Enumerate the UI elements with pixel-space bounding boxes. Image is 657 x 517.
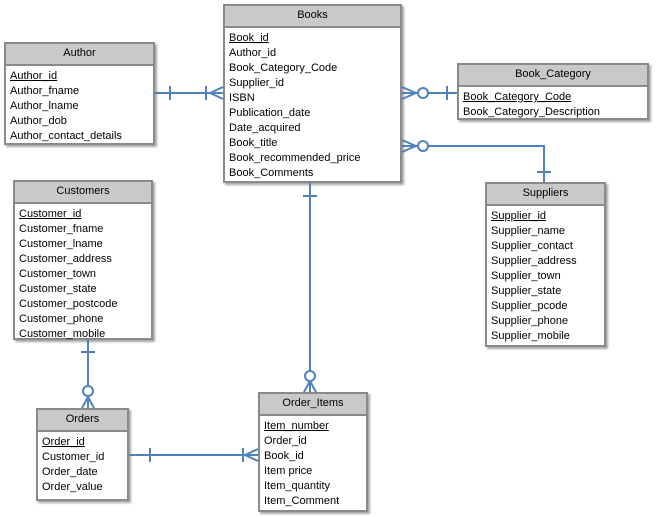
field-row: Book_recommended_price (229, 152, 361, 164)
entity-suppliers-fields: Supplier_id Supplier_name Supplier_conta… (487, 206, 604, 344)
entity-author[interactable]: Author Author_id Author_fname Author_lna… (4, 42, 155, 145)
field-row: Book_Comments (229, 167, 314, 179)
relationship-books-order-items (303, 183, 317, 393)
entity-book-category-fields: Book_Category_Code Book_Category_Descrip… (459, 87, 647, 120)
field-row: Supplier_phone (491, 315, 569, 327)
field-row: Order_id (42, 436, 85, 448)
field-row: Author_id (229, 47, 277, 59)
entity-orders[interactable]: Orders Order_id Customer_id Order_date O… (36, 408, 129, 501)
field-row: Supplier_mobile (491, 330, 570, 342)
field-row: Item price (264, 465, 313, 477)
relationship-books-book-category (401, 86, 457, 100)
field-row: Customer_address (19, 253, 112, 265)
field-row: Author_id (10, 70, 58, 82)
field-row: Supplier_id (491, 210, 547, 222)
entity-book-category-title: Book_Category (459, 65, 647, 87)
field-row: Publication_date (229, 107, 311, 119)
field-row: Order_value (42, 481, 103, 493)
field-row: Customer_mobile (19, 328, 106, 340)
entity-customers-title: Customers (15, 182, 151, 204)
field-row: Author_dob (10, 115, 67, 127)
relationship-orders-order-items (129, 448, 259, 462)
entity-book-category[interactable]: Book_Category Book_Category_Code Book_Ca… (457, 63, 649, 120)
field-row: Item_number (264, 420, 329, 432)
entity-suppliers-title: Suppliers (487, 184, 604, 206)
field-row: Supplier_state (491, 285, 562, 297)
field-row: Customer_postcode (19, 298, 118, 310)
field-row: Book_Category_Description (463, 106, 600, 118)
field-row: Supplier_contact (491, 240, 573, 252)
field-row: Author_fname (10, 85, 80, 97)
field-row: Customer_state (19, 283, 97, 295)
field-row: Book_Category_Code (463, 91, 572, 103)
field-row: Supplier_id (229, 77, 285, 89)
field-row: Book_title (229, 137, 278, 149)
field-row: Order_date (42, 466, 98, 478)
entity-customers-fields: Customer_id Customer_fname Customer_lnam… (15, 204, 151, 342)
entity-order-items[interactable]: Order_Items Item_number Order_id Book_id… (258, 392, 368, 512)
entity-order-items-title: Order_Items (260, 394, 366, 416)
field-row: Order_id (264, 435, 307, 447)
entity-orders-fields: Order_id Customer_id Order_date Order_va… (38, 432, 127, 495)
relationship-customers-orders (81, 340, 95, 409)
field-row: Customer_phone (19, 313, 104, 325)
field-row: Item_quantity (264, 480, 331, 492)
entity-order-items-fields: Item_number Order_id Book_id Item price … (260, 416, 366, 509)
field-row: Author_lname (10, 100, 79, 112)
field-row: ISBN (229, 92, 255, 104)
field-row: Book_id (264, 450, 304, 462)
field-row: Customer_town (19, 268, 97, 280)
entity-suppliers[interactable]: Suppliers Supplier_id Supplier_name Supp… (485, 182, 606, 347)
entity-author-fields: Author_id Author_fname Author_lname Auth… (6, 66, 153, 144)
field-row: Book_id (229, 32, 269, 44)
field-row: Author_contact_details (10, 130, 122, 142)
field-row: Date_acquired (229, 122, 301, 134)
entity-books-title: Books (225, 6, 400, 28)
field-row: Supplier_pcode (491, 300, 568, 312)
field-row: Book_Category_Code (229, 62, 338, 74)
entity-orders-title: Orders (38, 410, 127, 432)
entity-author-title: Author (6, 44, 153, 66)
entity-books-fields: Book_id Author_id Book_Category_Code Sup… (225, 28, 400, 181)
field-row: Item_Comment (264, 495, 340, 507)
field-row: Customer_fname (19, 223, 104, 235)
field-row: Supplier_name (491, 225, 565, 237)
field-row: Supplier_address (491, 255, 577, 267)
entity-customers[interactable]: Customers Customer_id Customer_fname Cus… (13, 180, 153, 340)
entity-books[interactable]: Books Book_id Author_id Book_Category_Co… (223, 4, 402, 183)
field-row: Supplier_town (491, 270, 561, 282)
field-row: Customer_id (19, 208, 82, 220)
field-row: Customer_lname (19, 238, 103, 250)
relationship-books-suppliers (401, 139, 551, 182)
field-row: Customer_id (42, 451, 105, 463)
relationship-author-books (155, 86, 224, 100)
